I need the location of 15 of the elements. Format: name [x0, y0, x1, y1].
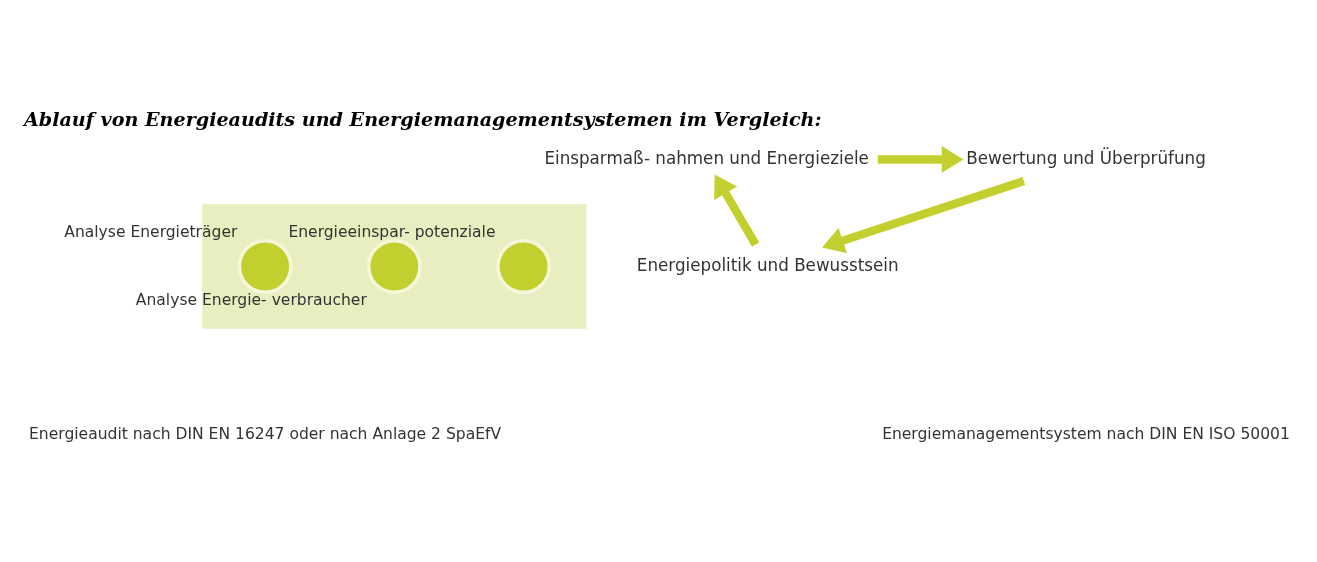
- arrow: [822, 176, 1026, 253]
- arrow: [714, 173, 760, 247]
- node-text: Bewertung und Überprüfung: [966, 147, 1206, 168]
- diagram-title: Ablauf von Energieaudits und Energiemanagementsystemen im Vergleich:: [23, 107, 822, 131]
- node-circle: [366, 238, 422, 294]
- label: Energiemanagementsystem nach DIN EN ISO 50001: [882, 424, 1290, 443]
- label: Energieaudit nach DIN EN 16247 oder nach Anlage 2 SpaEfV: [29, 424, 502, 443]
- node-text: Einsparmaß- nahmen und Energieziele: [544, 147, 869, 168]
- node-circle: [496, 238, 552, 294]
- node-circle: [237, 238, 293, 294]
- arrow: [877, 145, 964, 173]
- node-label: Analyse Energieträger: [64, 222, 238, 241]
- node-text: Energiepolitik und Bewusstsein: [636, 254, 899, 275]
- node-label: Energieeinspar- potenziale: [288, 222, 496, 241]
- node-label: Analyse Energie- verbraucher: [135, 290, 367, 309]
